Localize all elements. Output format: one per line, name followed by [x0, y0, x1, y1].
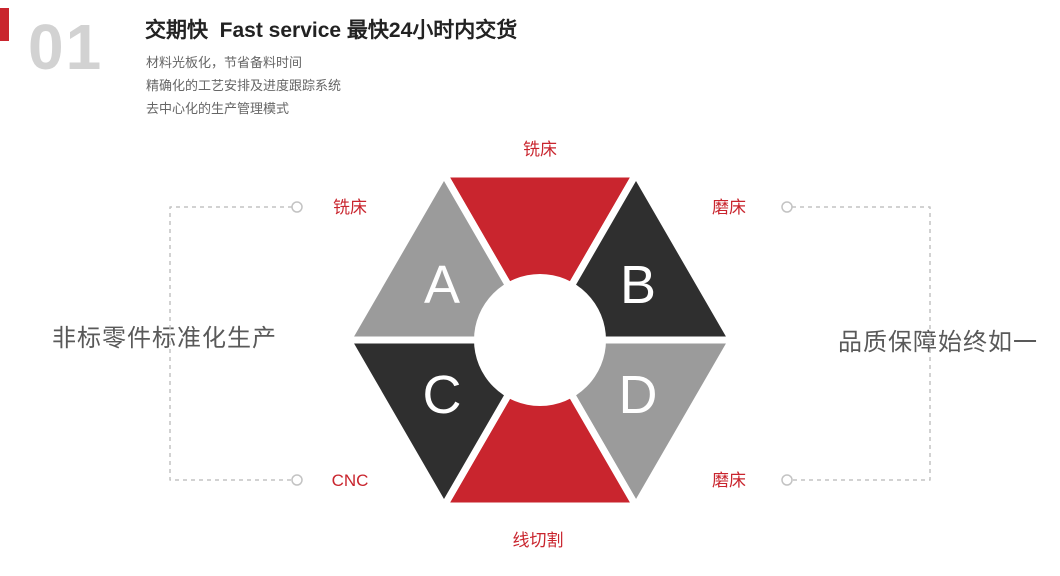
- left-caption: 非标零件标准化生产: [52, 325, 277, 352]
- feature-bullet: 精确化的工艺安排及进度跟踪系统: [146, 77, 342, 93]
- label-left-bottom: CNC: [332, 471, 369, 490]
- label-bottom: 线切割: [513, 531, 564, 550]
- segment-letter-a: A: [424, 255, 460, 315]
- right-bracket-line: [792, 206, 931, 481]
- label-right-top: 磨床: [712, 198, 746, 217]
- label-right-bottom: 磨床: [712, 471, 746, 490]
- feature-bullet: 去中心化的生产管理模式: [146, 100, 290, 116]
- left-bracket-line: [169, 206, 292, 481]
- left-dashed-bracket: [169, 201, 303, 486]
- right-dashed-bracket: [781, 201, 931, 486]
- segment-letter-d: D: [619, 365, 658, 425]
- right-bottom-connector-dot: [781, 474, 793, 486]
- feature-bullet-list: 材料光板化，节省备料时间 精确化的工艺安排及进度跟踪系统 去中心化的生产管理模式: [146, 52, 341, 120]
- page-title: 交期快 Fast service 最快24小时内交货: [145, 19, 518, 42]
- segment-letter-b: B: [620, 255, 656, 315]
- label-top: 铣床: [523, 140, 557, 159]
- right-top-connector-dot: [781, 201, 793, 213]
- center-hub-circle: [474, 274, 606, 406]
- feature-bullet: 材料光板化，节省备料时间: [146, 55, 303, 70]
- right-caption: 品质保障始终如一: [838, 329, 1038, 356]
- left-bottom-connector-dot: [291, 474, 303, 486]
- label-left-top: 铣床: [333, 198, 367, 217]
- left-top-connector-dot: [291, 201, 303, 213]
- segment-letter-c: C: [423, 365, 462, 425]
- red-accent-bar: [0, 8, 9, 41]
- section-index-number: 01: [28, 11, 104, 83]
